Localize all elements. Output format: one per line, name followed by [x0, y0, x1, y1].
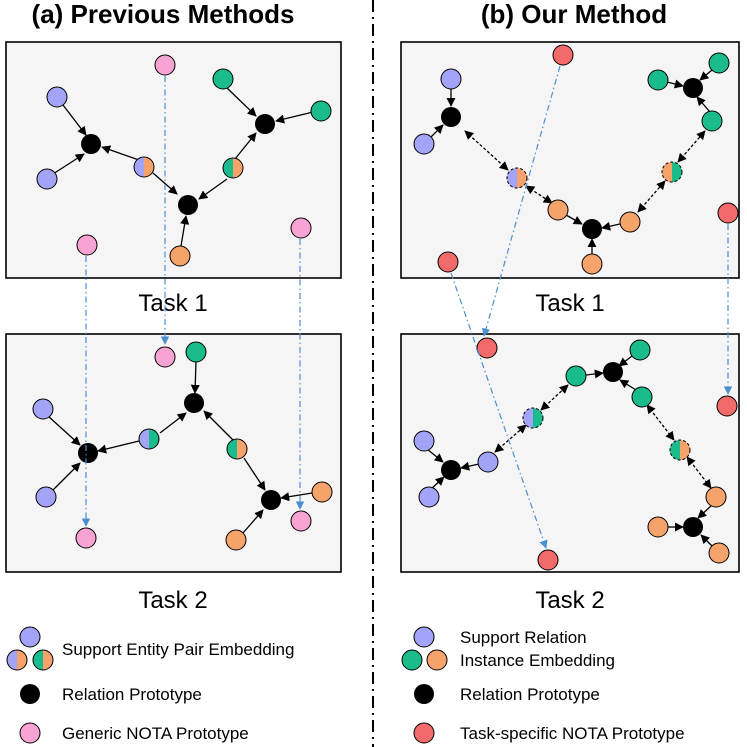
- orange-node: [311, 481, 333, 503]
- relation-prototype: [184, 393, 204, 413]
- legend-split-purple-orange-icon: [6, 649, 28, 671]
- left-task2-graph: [32, 341, 333, 551]
- relation-prototype: [683, 78, 703, 98]
- legend-purple-icon: [19, 626, 41, 648]
- purple-node: [413, 133, 435, 155]
- legend-split-green-orange-icon: [32, 649, 54, 671]
- legend-instance-label-line2: Instance Embedding: [460, 651, 615, 670]
- right-legend: Support Relation Instance Embedding Rela…: [401, 626, 685, 744]
- split-node-green-orange: [226, 438, 248, 460]
- orange-node: [169, 245, 191, 267]
- purple-node: [477, 451, 499, 473]
- split-node-purple-orange-dashed: [506, 167, 528, 189]
- orange-node: [581, 253, 603, 275]
- legend-orange-icon: [426, 649, 448, 671]
- left-task1-graph: [36, 54, 332, 267]
- right-task2-label: Task 2: [535, 587, 604, 614]
- pink-nota-node: [290, 217, 312, 239]
- panel-left-task1: [5, 41, 342, 279]
- left-task1-label: Task 1: [138, 290, 207, 317]
- relation-prototype: [255, 114, 275, 134]
- red-nota-node: [552, 44, 574, 66]
- split-node-purple-orange: [133, 156, 155, 178]
- green-node: [185, 341, 207, 363]
- right-task1-graph: [413, 44, 739, 275]
- purple-node: [418, 486, 440, 508]
- green-node: [708, 52, 730, 74]
- right-task2-graph: [413, 337, 738, 571]
- purple-node: [440, 68, 462, 90]
- relation-prototype: [441, 460, 461, 480]
- split-node-green-orange-dashed: [669, 439, 691, 461]
- left-legend: Support Entity Pair Embedding Relation P…: [6, 626, 294, 744]
- title-previous-methods: (a) Previous Methods: [32, 0, 295, 29]
- pink-nota-node: [154, 346, 176, 368]
- green-node: [565, 365, 587, 387]
- red-nota-node: [476, 337, 498, 359]
- legend-relation-prototype-icon: [414, 684, 434, 704]
- title-our-method: (b) Our Method: [481, 0, 667, 29]
- pink-nota-node: [154, 54, 176, 76]
- green-node: [631, 386, 653, 408]
- right-projection-lines: [450, 65, 733, 549]
- relation-prototype: [261, 490, 281, 510]
- orange-node: [547, 199, 569, 221]
- purple-node: [413, 430, 435, 452]
- legend-relation-prototype-label: Relation Prototype: [460, 685, 600, 704]
- green-node: [212, 68, 234, 90]
- right-task1-label: Task 1: [535, 290, 604, 317]
- legend-generic-nota-label: Generic NOTA Prototype: [62, 724, 249, 743]
- purple-node: [36, 168, 58, 190]
- red-nota-node: [437, 251, 459, 273]
- legend-pink-nota-icon: [19, 722, 41, 744]
- legend-red-nota-icon: [413, 722, 435, 744]
- pink-nota-node: [290, 510, 312, 532]
- green-node: [701, 110, 723, 132]
- green-node: [629, 339, 651, 361]
- legend-entity-pair-label: Support Entity Pair Embedding: [62, 640, 294, 659]
- legend-task-specific-nota-label: Task-specific NOTA Prototype: [460, 724, 685, 743]
- relation-prototype: [582, 219, 602, 239]
- legend-relation-prototype-icon: [20, 684, 40, 704]
- purple-node: [46, 86, 68, 108]
- relation-prototype: [178, 195, 198, 215]
- split-node-purple-green: [138, 428, 160, 450]
- orange-node: [225, 529, 247, 551]
- left-projection-lines: [81, 76, 305, 527]
- green-node: [310, 100, 332, 122]
- orange-node: [705, 486, 727, 508]
- red-nota-node: [716, 395, 738, 417]
- legend-purple-icon: [413, 626, 435, 648]
- relation-prototype: [81, 134, 101, 154]
- split-node-orange-green-dashed: [661, 161, 683, 183]
- purple-node: [32, 398, 54, 420]
- relation-prototype: [78, 443, 98, 463]
- legend-relation-prototype-label: Relation Prototype: [62, 685, 202, 704]
- pink-nota-node: [75, 527, 97, 549]
- relation-prototype: [441, 107, 461, 127]
- purple-node: [35, 486, 57, 508]
- relation-prototype: [683, 517, 703, 537]
- pink-nota-node: [76, 234, 98, 256]
- orange-node: [619, 211, 641, 233]
- split-node-purple-green-dashed: [522, 407, 544, 429]
- left-task2-label: Task 2: [138, 587, 207, 614]
- orange-node: [708, 542, 730, 564]
- legend-instance-label-line1: Support Relation: [460, 628, 587, 647]
- relation-prototype: [603, 362, 623, 382]
- orange-node: [647, 516, 669, 538]
- panel-left-task2: [5, 333, 342, 573]
- red-nota-node: [537, 549, 559, 571]
- green-node: [647, 69, 669, 91]
- legend-green-icon: [401, 649, 423, 671]
- red-nota-node: [717, 202, 739, 224]
- split-node-green-orange: [222, 157, 244, 179]
